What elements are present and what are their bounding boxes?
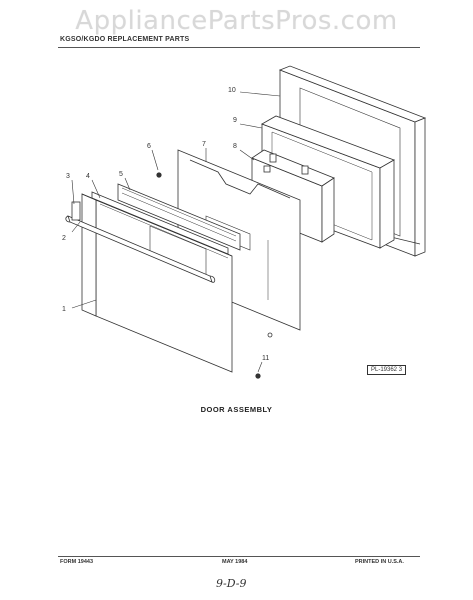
part-trim [91, 191, 229, 255]
site-watermark: AppliancePartsPros.com [75, 6, 398, 36]
footer-rule [58, 556, 420, 557]
callout-2: 2 [62, 235, 66, 242]
form-number: FORM 19443 [60, 559, 94, 565]
door-assembly-diagram: 1 2 3 4 5 6 7 8 9 10 11 [62, 65, 427, 379]
callout-11: 11 [262, 355, 269, 362]
part-glass [117, 183, 241, 251]
part-screw [156, 172, 162, 178]
part-handle [65, 201, 216, 283]
callout-6: 6 [147, 143, 151, 150]
page-title: KGSO/KGDO REPLACEMENT PARTS [60, 36, 190, 43]
callout-9: 9 [233, 117, 237, 124]
callout-3: 3 [66, 173, 70, 180]
callout-7: 7 [202, 141, 206, 148]
print-date: MAY 1984 [222, 559, 248, 565]
callout-8: 8 [233, 143, 237, 150]
callout-10: 10 [228, 87, 236, 94]
leader-lines [71, 91, 281, 373]
handwritten-page-number: 9-D-9 [216, 577, 247, 590]
callout-5: 5 [119, 171, 123, 178]
printed-location: PRINTED IN U.S.A. [355, 559, 404, 565]
callout-1: 1 [62, 306, 66, 313]
plate-id: PL-19362 3 [367, 365, 407, 375]
diagram-caption: DOOR ASSEMBLY [200, 405, 273, 414]
callout-4: 4 [86, 173, 90, 180]
callout-labels: 1 2 3 4 5 6 7 8 9 10 11 [62, 87, 269, 362]
part-bottom-screw [255, 373, 261, 379]
header-rule [58, 47, 420, 48]
